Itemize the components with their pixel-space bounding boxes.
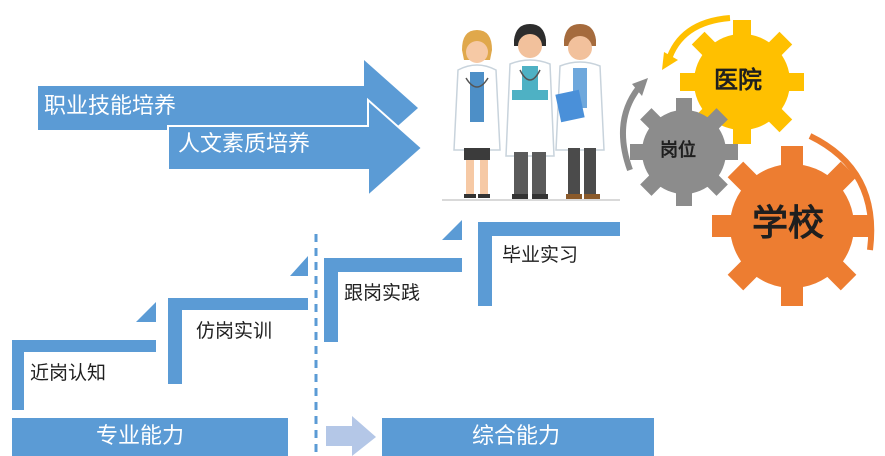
bar-comprehensive-ability xyxy=(382,418,654,456)
bar-label-comprehensive: 综合能力 xyxy=(472,424,561,449)
arc-arrow-yellow xyxy=(665,15,731,63)
arc-arrow-gray xyxy=(619,84,643,172)
gear-label-school: 学校 xyxy=(752,203,825,244)
bar-professional-ability xyxy=(12,418,288,456)
connector-arrow xyxy=(326,416,376,456)
doctors-illustration xyxy=(442,24,620,201)
arc-arrowhead-yellow xyxy=(662,52,678,70)
bar-label-professional: 专业能力 xyxy=(96,424,185,449)
arrow-humanities-training xyxy=(167,97,424,199)
step-2-shape xyxy=(168,256,308,384)
step-label-1: 近岗认知 xyxy=(30,362,107,384)
arrow-label-humanities: 人文素质培养 xyxy=(178,132,311,157)
arrow-label-skills: 职业技能培养 xyxy=(44,94,177,119)
arc-arrowhead-gray xyxy=(632,78,648,96)
gear-post xyxy=(630,98,738,206)
gear-school xyxy=(712,146,872,306)
step-label-2: 仿岗实训 xyxy=(196,320,273,342)
doctor-female xyxy=(453,30,501,198)
arrow-skills-training xyxy=(38,60,418,156)
step-3-shape xyxy=(324,220,462,342)
doctor-right xyxy=(555,24,605,199)
doctor-middle xyxy=(505,24,555,199)
step-1-shape xyxy=(12,302,156,410)
step-4-shape xyxy=(478,222,620,306)
step-label-4: 毕业实习 xyxy=(502,244,579,266)
gear-label-hospital: 医院 xyxy=(714,66,762,94)
step-label-3: 跟岗实践 xyxy=(344,282,421,304)
gear-label-post: 岗位 xyxy=(660,140,696,161)
